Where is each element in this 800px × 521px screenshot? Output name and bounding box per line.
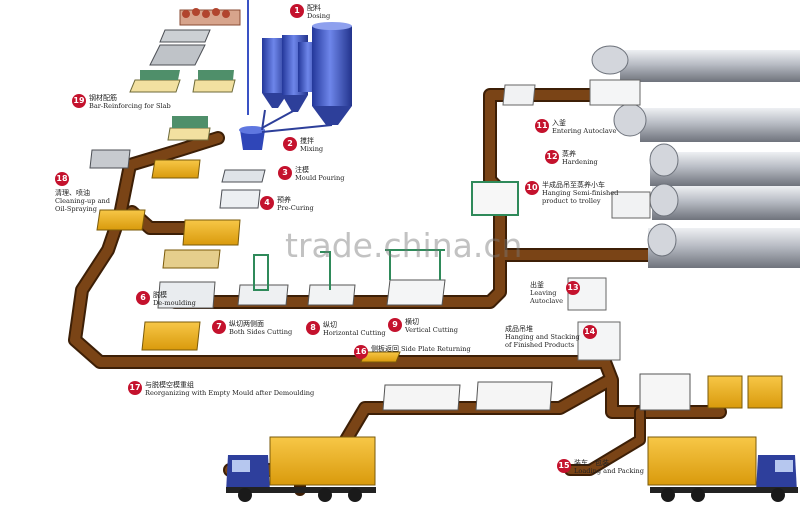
step-badge: 11 — [535, 119, 549, 133]
step-badge: 3 — [278, 166, 292, 180]
step-badge: 7 — [212, 320, 226, 334]
silo-icon — [239, 22, 352, 150]
truck-icon — [226, 436, 376, 502]
step-title-en: Entering Autoclave — [552, 127, 617, 135]
truck-icon — [647, 436, 798, 502]
step-badge: 6 — [136, 291, 150, 305]
step-badge: 12 — [545, 150, 559, 164]
step-badge: 16 — [354, 345, 368, 359]
step-title-cn: 与脱模空模重组 — [145, 381, 194, 389]
step-title-cn: 装车、包装 — [574, 459, 609, 467]
step-title-en: Vertical Cutting — [405, 326, 458, 334]
step-title-cn: 搅拌 — [300, 137, 314, 145]
watermark: trade.china.cn — [285, 226, 523, 265]
step-title-en: Oil-Spraying — [55, 205, 97, 213]
step-title-en: Cleaning-up and — [55, 197, 111, 205]
finished-blocks — [382, 373, 783, 411]
step-title-en: Mould Pouring — [295, 174, 345, 182]
step-title-en: Bar-Reinforcing for Slab — [89, 102, 171, 110]
step-title-en: Reorganizing with Empty Mould after Demo… — [145, 389, 315, 397]
step-title-cn: 清理、喷油 — [55, 189, 90, 197]
step-title-cn: 出釜 — [530, 281, 544, 289]
step-title-cn: 侧板返回 — [371, 345, 399, 353]
step-title-en: Leaving — [530, 289, 557, 297]
step-badge: 15 — [557, 459, 571, 473]
step-title-en: Hanging Semi-finished — [542, 189, 619, 197]
step-title-cn: 蒸养 — [562, 150, 576, 158]
step-title-en: De-moulding — [153, 299, 196, 307]
step-title-cn: 预养 — [277, 196, 291, 204]
step-title-cn: 脱模 — [153, 291, 167, 299]
step-title-en: Dosing — [307, 12, 331, 20]
step-title-cn: 入釜 — [552, 119, 566, 127]
step-title-cn: 纵切两侧面 — [229, 320, 264, 328]
step-badge: 14 — [582, 325, 597, 339]
step-badge: 1 — [290, 4, 304, 18]
step-title-cn: 配料 — [307, 4, 321, 12]
step-title-en: Autoclave — [530, 297, 563, 305]
rebar-area — [129, 0, 249, 141]
step-badge: 13 — [566, 281, 580, 295]
step-title-en: Mixing — [300, 145, 324, 153]
step-title-cn: 横切 — [405, 318, 419, 326]
step-title-en: Hanging and Stacking — [505, 333, 580, 341]
step-title-en: Both Sides Cutting — [229, 328, 293, 336]
step-badge: 17 — [128, 381, 142, 395]
step-badge: 19 — [72, 94, 86, 108]
step-title-cn: 半成品吊至蒸养小车 — [542, 181, 605, 189]
step-title-cn: 纵切 — [323, 321, 337, 329]
step-title-cn: 注模 — [295, 166, 309, 174]
step-badge: 2 — [283, 137, 297, 151]
conveyor-track — [68, 88, 800, 496]
step-title-en: Horizontal Cutting — [323, 329, 386, 337]
step-title-en: Pre-Curing — [277, 204, 314, 212]
step-title-en: Hardening — [562, 158, 598, 166]
step-title-en: Loading and Packing — [574, 467, 645, 475]
step-title-en: of Finished Products — [505, 341, 575, 349]
step-badge: 4 — [260, 196, 274, 210]
step-title-en: Side Plate Returning — [401, 345, 471, 353]
step-badge: 10 — [525, 181, 539, 195]
moulds — [89, 149, 401, 363]
step-badge: 8 — [306, 321, 320, 335]
cutting-line — [237, 249, 446, 306]
step-badge: 18 — [55, 172, 69, 186]
autoclave-icon — [471, 45, 800, 361]
step-badge: 9 — [388, 318, 402, 332]
step-title-cn: 成品吊堆 — [505, 325, 533, 333]
step-title-en: product to trolley — [542, 197, 601, 205]
step-title-cn: 钢材配筋 — [89, 94, 117, 102]
